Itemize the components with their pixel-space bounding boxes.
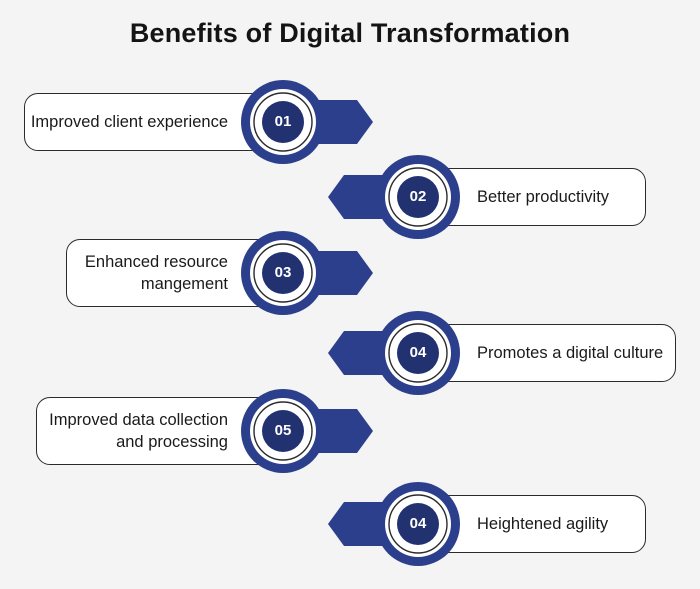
- number-label: 01: [274, 113, 292, 130]
- number-label: 03: [274, 264, 292, 281]
- arrow-left-shape: [328, 331, 418, 375]
- arrow-left-shape: [328, 502, 418, 546]
- number-badge: [240, 388, 326, 474]
- number-badge: [240, 230, 326, 316]
- benefit-label: Improved client experience: [30, 113, 228, 131]
- benefit-card: Heightened agility: [408, 495, 646, 553]
- number-badge: [375, 481, 461, 567]
- benefit-label: Promotes a digital culture: [477, 344, 664, 362]
- benefit-label: Better productivity: [477, 188, 610, 206]
- number-label: 05: [274, 422, 292, 439]
- benefit-card: Improved client experience: [24, 93, 293, 151]
- arrow-left-shape: [328, 175, 418, 219]
- benefit-label: Heightened agility: [477, 515, 609, 533]
- benefit-card: Better productivity: [408, 168, 646, 226]
- number-badge: [375, 310, 461, 396]
- page-title: Benefits of Digital Transformation: [129, 18, 571, 48]
- arrow-right-shape: [283, 409, 373, 453]
- arrow-right-shape: [283, 251, 373, 295]
- benefit-card: Promotes a digital culture: [408, 324, 676, 382]
- number-badge: [375, 154, 461, 240]
- number-label: 04: [409, 344, 427, 361]
- number-label: 04: [409, 515, 427, 532]
- number-label: 02: [409, 188, 427, 205]
- number-badge: [240, 79, 326, 165]
- arrow-right-shape: [283, 100, 373, 144]
